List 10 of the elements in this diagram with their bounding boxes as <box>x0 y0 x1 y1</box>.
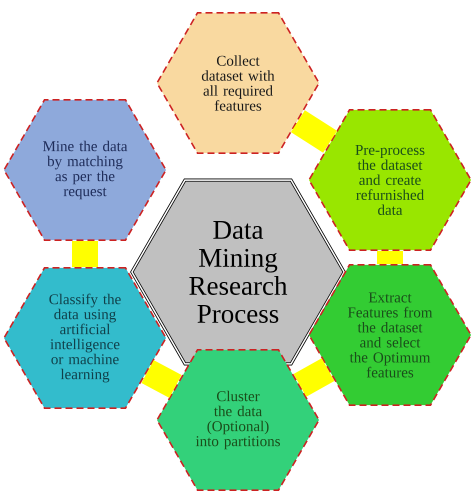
step-hexagon: Collect dataset with all required features <box>156 12 320 154</box>
connector-band <box>72 240 98 268</box>
connector-band <box>141 360 182 398</box>
connector-band <box>294 358 334 397</box>
step-hexagon: Extract Features from the dataset and select the Optimum features <box>308 264 471 406</box>
connector-band <box>377 250 403 264</box>
step-hexagon: Classify the data using artificial intelligence or machine learning <box>3 267 167 409</box>
step-hexagon: Mine the data by matching as per the request <box>3 99 167 241</box>
step-hexagon: Pre-process the dataset and create refurnished data <box>308 109 471 251</box>
step-hexagon: Cluster the data (Optional) into partitions <box>156 349 320 491</box>
